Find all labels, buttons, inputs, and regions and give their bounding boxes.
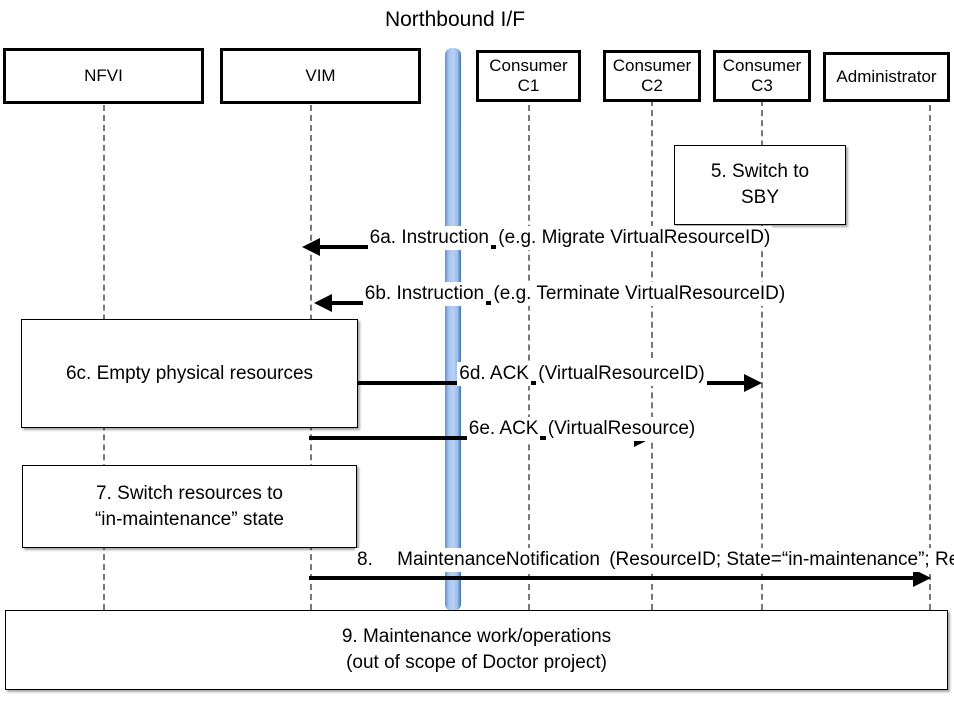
note-empty-physical-resources[interactable]: 6c. Empty physical resources [21, 319, 358, 428]
actor-sublabel-consumer-c2: C2 [641, 76, 663, 95]
message-6a-line2: (e.g. Migrate VirtualResourceID) [496, 226, 773, 251]
note-maintenance-work-line2: (out of scope of Doctor project) [346, 652, 607, 673]
actor-box-administrator[interactable]: Administrator [823, 52, 950, 102]
actor-box-nfvi[interactable]: NFVI [3, 48, 204, 104]
message-6d-line2: (VirtualResourceID) [536, 362, 707, 387]
message-6b-line1: 6b. Instruction [362, 282, 487, 307]
message-8-label: 8. MaintenanceNotification (ResourceID; … [355, 548, 954, 573]
message-6a-arrowhead [302, 238, 320, 256]
lifeline-admin [929, 105, 931, 610]
lifeline-c2 [651, 100, 653, 610]
actor-label-vim: VIM [305, 66, 336, 86]
message-6b-arrowhead [314, 294, 332, 312]
message-6e-label: 6e. ACK (VirtualResource) [432, 417, 732, 442]
message-6d-line1: 6d. ACK [457, 362, 531, 387]
message-6a-label: 6a. Instruction (e.g. Migrate VirtualRes… [350, 226, 790, 251]
message-8-arrowhead [913, 569, 931, 587]
lifeline-c3 [761, 100, 763, 610]
note-maintenance-work[interactable]: 9. Maintenance work/operations (out of s… [5, 610, 948, 690]
actor-box-vim[interactable]: VIM [220, 48, 421, 104]
message-6e-line2: (VirtualResource) [545, 417, 698, 442]
note-empty-physical-resources-text: 6c. Empty physical resources [65, 362, 314, 384]
note-switch-to-sby-line1: 5. Switch to [710, 161, 810, 183]
actor-label-consumer-c3: Consumer [722, 56, 802, 76]
note-switch-to-sby-line2: SBY [740, 187, 780, 208]
actor-label-administrator: Administrator [836, 67, 937, 87]
actor-label-consumer-c2: Consumer [612, 56, 692, 76]
note-switch-resources-in-maintenance[interactable]: 7. Switch resources to “in-maintenance” … [22, 465, 357, 548]
message-8-line1: 8. MaintenanceNotification [355, 548, 602, 573]
note-maintenance-work-line1: 9. Maintenance work/operations [341, 626, 612, 648]
note-switch-resources-line1: 7. Switch resources to [96, 482, 283, 504]
diagram-title: Northbound I/F [384, 8, 526, 31]
message-8-line [309, 576, 913, 580]
lifeline-c1 [528, 105, 530, 610]
message-6b-line2: (e.g. Terminate VirtualResourceID) [491, 282, 788, 307]
message-6a-line1: 6a. Instruction [367, 226, 491, 251]
actor-sublabel-consumer-c1: C1 [517, 76, 540, 95]
actor-box-consumer-c2[interactable]: Consumer C2 [603, 50, 701, 102]
northbound-interface-bar [445, 48, 461, 611]
actor-box-consumer-c1[interactable]: Consumer C1 [476, 50, 581, 102]
actor-label-nfvi: NFVI [84, 66, 123, 86]
note-switch-resources-line2: “in-maintenance” state [94, 508, 285, 530]
actor-label-consumer-c1: Consumer [489, 56, 568, 76]
message-6e-line1: 6e. ACK [466, 417, 541, 442]
actor-box-consumer-c3[interactable]: Consumer C3 [713, 50, 811, 102]
message-8-line2: (ResourceID; State=“in-maintenance”; Res… [607, 548, 954, 573]
message-6d-arrowhead [744, 374, 762, 392]
note-switch-to-sby[interactable]: 5. Switch to SBY [674, 145, 846, 225]
actor-sublabel-consumer-c3: C3 [751, 76, 773, 95]
message-6d-label: 6d. ACK (VirtualResourceID) [432, 362, 732, 387]
message-6b-label: 6b. Instruction (e.g. Terminate VirtualR… [350, 282, 800, 307]
